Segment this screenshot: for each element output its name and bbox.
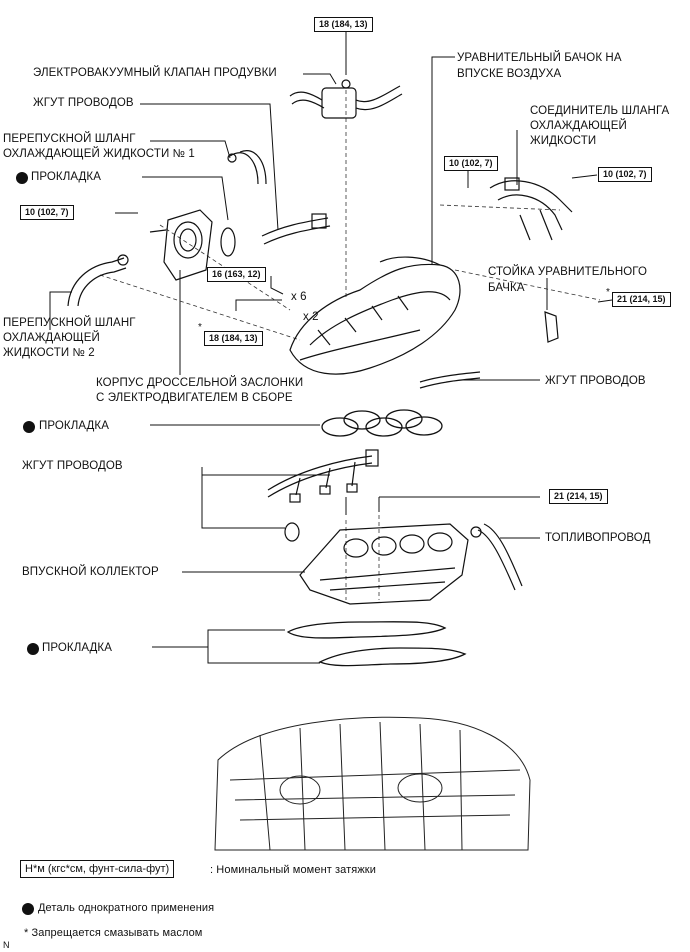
label-manifold: ВПУСКНОЙ КОЛЛЕКТОР (22, 566, 159, 578)
torque-left: 10 (102, 7) (20, 205, 74, 220)
throttle-body-drawing (149, 209, 213, 281)
leader-gasket-1 (142, 176, 229, 221)
torque-10-b: 10 (102, 7) (598, 167, 652, 182)
leader-torque-16 (270, 276, 284, 295)
leader-torque-21a (597, 299, 613, 303)
label-gasket-2: ПРОКЛАДКА (39, 420, 109, 432)
label-throttle-line2: С ЭЛЕКТРОДВИГАТЕЛЕМ В СБОРЕ (96, 392, 293, 404)
torque-18-mid: 18 (184, 13) (204, 331, 263, 346)
label-connector-line1: СОЕДИНИТЕЛЬ ШЛАНГА (530, 105, 670, 117)
label-x6: x 6 (291, 291, 307, 303)
star-mark-1: * (198, 322, 202, 333)
bypass-hose-2-drawing (67, 254, 129, 307)
label-stay-line2: БАЧКА (488, 282, 525, 294)
label-surge-tank-line1: УРАВНИТЕЛЬНЫЙ БАЧОК НА (457, 52, 622, 64)
label-harness-top: ЖГУТ ПРОВОДОВ (33, 97, 134, 109)
leader-harness-mid (201, 467, 285, 529)
label-surge-tank-line2: ВПУСКЕ ВОЗДУХА (457, 68, 562, 80)
label-bypass-2-line1: ПЕРЕПУСКНОЙ ШЛАНГ (3, 317, 136, 329)
leader-gasket-3 (152, 646, 320, 664)
bypass-hose-1-drawing (227, 150, 267, 185)
manifold-drawing (299, 523, 469, 605)
leader-surge-tank (431, 56, 455, 265)
purge-valve-drawing (289, 79, 403, 119)
torque-21-b: 21 (214, 15) (549, 489, 608, 504)
label-harness-mid: ЖГУТ ПРОВОДОВ (22, 460, 123, 472)
legend-one-time: Деталь однократного применения (38, 902, 215, 914)
harness-mid-drawing (267, 449, 379, 542)
fuel-pipe-drawing (470, 523, 523, 591)
label-connector-line3: ЖИДКОСТИ (530, 135, 597, 147)
one-time-dot-icon (23, 421, 35, 433)
torque-top: 18 (184, 13) (314, 17, 373, 32)
torque-10-a: 10 (102, 7) (444, 156, 498, 171)
legend-no-oil: * Запрещается смазывать маслом (24, 927, 203, 939)
leader-harness-top (140, 103, 279, 231)
connector-drawing (489, 177, 573, 241)
leader-gasket-3b (207, 629, 285, 647)
leader-bypass-2 (49, 291, 72, 330)
corner-mark: N (3, 940, 10, 950)
legend-unit-box: Н*м (кгс*см, фунт-сила-фут) (20, 860, 175, 878)
label-throttle-line1: КОРПУС ДРОССЕЛЬНОЙ ЗАСЛОНКИ (96, 377, 304, 389)
label-fuel-pipe: ТОПЛИВОПРОВОД (545, 532, 651, 544)
torque-21-a: 21 (214, 15) (612, 292, 671, 307)
leader-torque-18mid (235, 299, 282, 311)
legend-unit-desc: : Номинальный момент затяжки (210, 864, 376, 876)
label-gasket-1: ПРОКЛАДКА (31, 171, 101, 183)
one-time-dot-icon (22, 903, 34, 915)
label-purge-valve: ЭЛЕКТРОВАКУУМНЫЙ КЛАПАН ПРОДУВКИ (33, 67, 277, 79)
surge-tank-drawing (289, 256, 461, 375)
label-bypass-2-line2: ОХЛАЖДАЮЩЕЙ (3, 332, 100, 344)
label-gasket-3: ПРОКЛАДКА (42, 642, 112, 654)
label-harness-right: ЖГУТ ПРОВОДОВ (545, 375, 646, 387)
engine-drawing (214, 716, 531, 851)
gasket-2-drawing (321, 409, 443, 437)
stay-drawing (544, 311, 559, 343)
leader-torque-10b (571, 174, 598, 179)
harness-right-drawing (419, 371, 481, 389)
harness-top-drawing (261, 213, 331, 245)
one-time-dot-icon (27, 643, 39, 655)
star-mark-2: * (606, 287, 610, 298)
leader-bypass-1 (150, 140, 231, 159)
label-stay-line1: СТОЙКА УРАВНИТЕЛЬНОГО (488, 266, 647, 278)
one-time-dot-icon (16, 172, 28, 184)
label-bypass-1-line2: ОХЛАЖДАЮЩЕЙ ЖИДКОСТИ № 1 (3, 148, 195, 160)
label-connector-line2: ОХЛАЖДАЮЩЕЙ (530, 120, 627, 132)
leader-purge-valve (303, 73, 337, 85)
torque-16: 16 (163, 12) (207, 267, 266, 282)
label-x2: x 2 (303, 311, 319, 323)
gasket-3-drawing (286, 621, 467, 667)
gasket-1-drawing (220, 227, 236, 257)
label-bypass-2-line3: ЖИДКОСТИ № 2 (3, 347, 95, 359)
label-bypass-1-line1: ПЕРЕПУСКНОЙ ШЛАНГ (3, 133, 136, 145)
